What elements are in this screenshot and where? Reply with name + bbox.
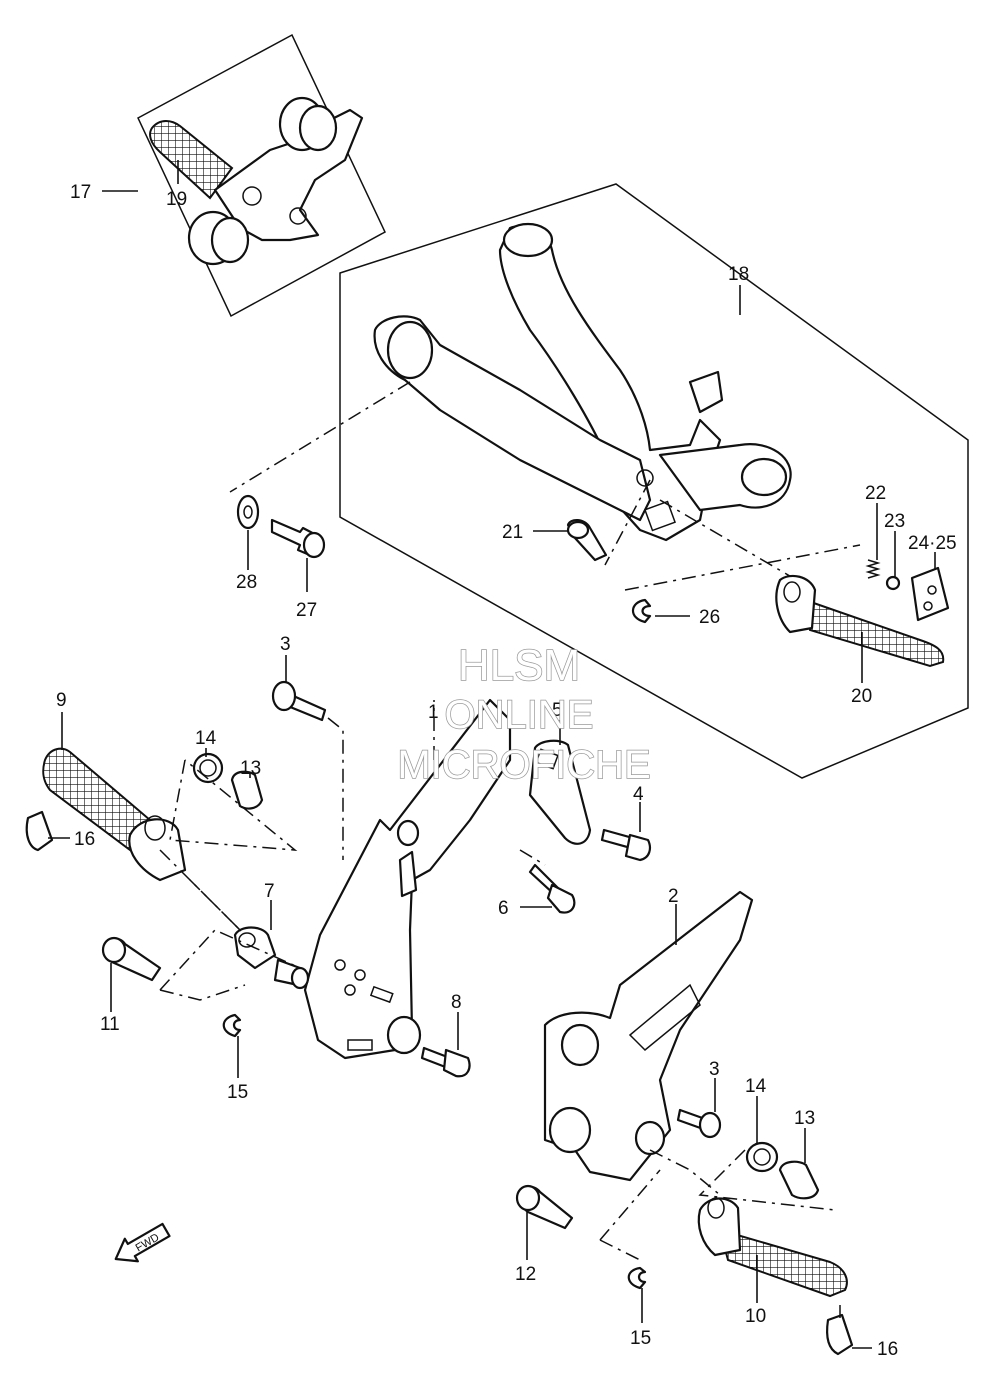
pin-21	[566, 519, 608, 562]
callout-16-left: 16	[74, 829, 95, 850]
callout-26: 26	[699, 607, 720, 628]
watermark-line-3: MICROFICHE	[397, 743, 650, 787]
e-clip-26	[631, 598, 652, 624]
callout-15-left: 15	[227, 1082, 248, 1103]
callout-14-right: 14	[745, 1076, 767, 1097]
watermark: HLSM ONLINE MICROFICHE	[397, 640, 652, 788]
passenger-bracket-box	[339, 183, 969, 779]
rider-footrest-9	[42, 747, 187, 882]
watermark-line-2: ONLINE	[445, 693, 594, 737]
callout-1: 1	[428, 702, 439, 723]
spring-22	[865, 559, 881, 579]
callout-2: 2	[668, 886, 679, 907]
callout-14-left: 14	[195, 728, 217, 749]
callout-23: 23	[884, 511, 905, 532]
callout-18: 18	[728, 264, 749, 285]
rider-bracket-1	[303, 698, 512, 1060]
callout-21: 21	[502, 522, 523, 543]
callout-15-right: 15	[630, 1328, 651, 1349]
pin-11	[101, 936, 162, 982]
callout-11: 11	[100, 1014, 120, 1035]
callout-27: 27	[296, 600, 317, 621]
callout-13-right: 13	[794, 1108, 815, 1129]
callout-20: 20	[851, 686, 872, 707]
bolt-3-lower	[676, 1108, 722, 1139]
watermark-line-1: HLSM	[458, 641, 580, 690]
callout-3-upper: 3	[280, 634, 291, 655]
callout-19: 19	[166, 189, 187, 210]
rider-bracket-2	[543, 890, 754, 1182]
callout-22: 22	[865, 483, 886, 504]
callout-24-25: 24·25	[908, 533, 957, 554]
forward-direction-arrow: FWD	[114, 1222, 171, 1263]
e-clip-15-right	[627, 1266, 647, 1290]
bolt-27	[270, 518, 326, 559]
callout-labels: 17 19 18 22 23 24·25 21 26 28 27 20 3 9 …	[56, 182, 957, 1360]
fwd-label: FWD	[134, 1231, 162, 1254]
callout-8: 8	[451, 992, 462, 1013]
rubber-tip-16-left	[25, 810, 54, 852]
passenger-footrest-20	[775, 574, 945, 668]
callout-7: 7	[264, 881, 275, 902]
bracket-5	[528, 739, 592, 845]
callout-6: 6	[498, 898, 509, 919]
washer-28	[236, 494, 260, 530]
callout-9: 9	[56, 690, 67, 711]
spring-14-left	[192, 752, 224, 784]
callout-4: 4	[633, 784, 644, 805]
pivot-7	[233, 926, 310, 990]
spring-14-right	[745, 1141, 779, 1173]
leader-lines	[48, 160, 936, 1349]
bolt-6	[528, 863, 576, 914]
e-clip-15-left	[222, 1013, 242, 1038]
rubber-tip-16-right	[826, 1313, 854, 1356]
callout-10: 10	[745, 1306, 766, 1327]
callout-12: 12	[515, 1264, 536, 1285]
passenger-footrest-assembly-box	[137, 33, 386, 318]
damper-13-right	[778, 1160, 820, 1200]
callout-28: 28	[236, 572, 257, 593]
callout-17: 17	[70, 182, 91, 203]
bolt-3-upper	[271, 680, 327, 722]
callout-13-left: 13	[240, 758, 261, 779]
callout-3-lower: 3	[709, 1059, 720, 1080]
bolt-4	[600, 828, 651, 862]
bolt-8	[420, 1046, 471, 1078]
pin-12	[515, 1184, 574, 1230]
callout-16-right: 16	[877, 1339, 898, 1360]
rider-footrest-10	[697, 1197, 848, 1298]
callout-5: 5	[552, 700, 563, 721]
ball-23	[885, 575, 901, 591]
